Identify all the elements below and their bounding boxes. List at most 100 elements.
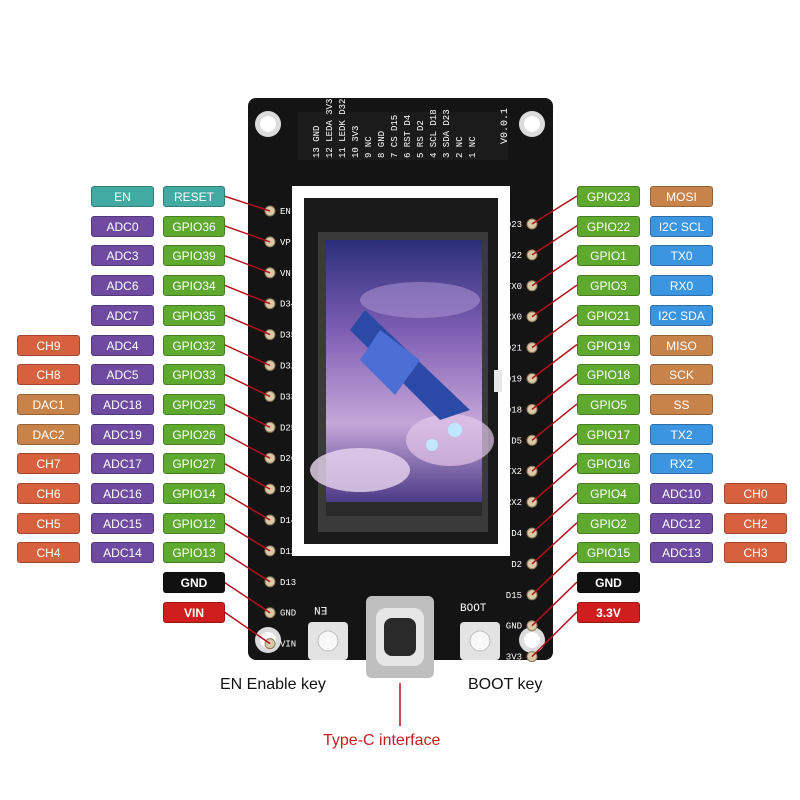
pin-silk-label: VP xyxy=(280,238,291,248)
right-fn-label: RX0 xyxy=(650,275,713,297)
leader-line xyxy=(223,551,271,583)
leader-line xyxy=(223,462,271,490)
pin-silk-label: TX0 xyxy=(506,282,522,292)
right-gpio-label: 3.3V xyxy=(577,601,640,623)
left-fn-label: ADC0 xyxy=(91,215,154,237)
right-gpio-label: GPIO16 xyxy=(577,453,640,475)
right-fn-label: ADC12 xyxy=(650,512,713,534)
right-fn-label: ADC10 xyxy=(650,483,713,504)
connector-pin-silk: 1 NC xyxy=(468,136,478,158)
leader-line xyxy=(531,462,578,503)
leader-line xyxy=(531,373,578,410)
connector-pin-silk: 12 LEDA 3V3 xyxy=(325,98,335,158)
right-gpio-label: GPIO3 xyxy=(577,275,640,297)
right-fn-label: RX2 xyxy=(650,453,713,475)
connector-pin-silk: 11 LEDK D32 xyxy=(338,98,348,158)
type-c-label: Type-C interface xyxy=(323,732,441,749)
left-fn-label: ADC6 xyxy=(91,275,154,297)
leader-line xyxy=(531,254,578,287)
type-c-port-icon xyxy=(366,596,434,678)
pin-silk-label: D2 xyxy=(511,560,522,570)
left-alt-label: CH6 xyxy=(17,483,80,504)
leader-line xyxy=(223,195,271,212)
en-key-button[interactable] xyxy=(308,622,348,660)
leader-line xyxy=(223,522,271,552)
connector-pin-silk: 3 SDA D23 xyxy=(442,109,452,158)
pin-silk-label: VIN xyxy=(280,640,296,650)
left-gpio-label: GPIO13 xyxy=(163,542,225,564)
left-gpio-label: GPIO34 xyxy=(163,275,225,297)
left-fn-label: ADC18 xyxy=(91,393,154,415)
left-alt-label: CH8 xyxy=(17,364,80,386)
connector-pin-silk: 6 RST D4 xyxy=(403,114,413,158)
right-gpio-label: GPIO5 xyxy=(577,393,640,415)
boot-key-button[interactable] xyxy=(460,622,500,660)
connector-pin-silk: 4 SCL D18 xyxy=(429,109,439,158)
spaceship-image xyxy=(310,282,494,492)
left-gpio-label: GPIO35 xyxy=(163,304,225,326)
left-alt-label: CH7 xyxy=(17,453,80,475)
left-gpio-label: VIN xyxy=(163,601,225,623)
left-fn-label: EN xyxy=(91,186,154,207)
leader-line xyxy=(223,343,271,367)
pin-silk-label: D12 xyxy=(280,547,296,557)
left-fn-label: ADC3 xyxy=(91,245,154,267)
pin-silk-label: D13 xyxy=(280,578,296,588)
leader-line xyxy=(223,611,271,645)
leader-line xyxy=(531,314,578,349)
pin-silk-label: D4 xyxy=(511,529,522,539)
pin-silk-label: D23 xyxy=(506,220,522,230)
connector-pin-silk: 10 3V3 xyxy=(351,125,361,158)
left-fn-label: ADC17 xyxy=(91,453,154,475)
right-alt-label: CH3 xyxy=(724,542,787,564)
pin-silk-label: GND xyxy=(280,609,296,619)
right-gpio-label: GPIO17 xyxy=(577,423,640,445)
connector-pin-silk: 7 CS D15 xyxy=(390,114,400,158)
right-alt-label: CH2 xyxy=(724,512,787,534)
connector-pin-silk: 8 GND xyxy=(377,130,387,158)
pin-silk-label: RX2 xyxy=(506,498,522,508)
pin-silk-label: 3V3 xyxy=(506,653,522,663)
left-alt-label: DAC2 xyxy=(17,423,80,445)
left-gpio-label: GPIO39 xyxy=(163,245,225,267)
pin-silk-label: D18 xyxy=(506,405,522,415)
right-gpio-label: GPIO23 xyxy=(577,186,640,207)
right-fn-label: MISO xyxy=(650,334,713,356)
left-alt-label: CH9 xyxy=(17,334,80,356)
leader-line xyxy=(531,195,578,225)
pin-silk-label: RX0 xyxy=(506,313,522,323)
left-pin-header: ENVPVND34D35D32D33D25D26D27D14D12D13GNDV… xyxy=(264,205,296,650)
boot-key-label: BOOT key xyxy=(468,676,543,693)
pin-silk-label: D35 xyxy=(280,331,296,341)
boot-silk: BOOT xyxy=(460,603,487,615)
leader-line xyxy=(223,314,271,336)
connector-pin-silk: 5 RS D2 xyxy=(416,120,426,158)
display-connector xyxy=(298,112,508,160)
right-fn-label: I2C SDA xyxy=(650,304,713,326)
leader-line xyxy=(223,373,271,398)
right-gpio-label: GPIO2 xyxy=(577,512,640,534)
right-fn-label: MOSI xyxy=(650,186,713,207)
pin-silk-label: D15 xyxy=(506,591,522,601)
right-gpio-label: GPIO18 xyxy=(577,364,640,386)
leader-line xyxy=(531,433,578,472)
pin-silk-label: D25 xyxy=(280,423,296,433)
right-gpio-label: GPIO22 xyxy=(577,215,640,237)
left-gpio-label: GPIO26 xyxy=(163,423,225,445)
right-gpio-label: GPIO21 xyxy=(577,304,640,326)
right-gpio-label: GND xyxy=(577,572,640,594)
right-fn-label: I2C SCL xyxy=(650,215,713,237)
leader-line xyxy=(531,225,578,256)
connector-pin-silk: 2 NC xyxy=(455,136,465,158)
leader-line xyxy=(223,492,271,521)
leader-line xyxy=(531,343,578,380)
left-fn-label: ADC4 xyxy=(91,334,154,356)
left-gpio-label: GPIO36 xyxy=(163,215,225,237)
left-fn-label: ADC16 xyxy=(91,483,154,504)
left-gpio-label: GPIO14 xyxy=(163,483,225,504)
pin-silk-label: D34 xyxy=(280,300,296,310)
leader-line xyxy=(531,551,578,596)
leader-line xyxy=(531,522,578,565)
connector-pin-silk: 9 NC xyxy=(364,136,374,158)
leader-line xyxy=(223,581,271,614)
